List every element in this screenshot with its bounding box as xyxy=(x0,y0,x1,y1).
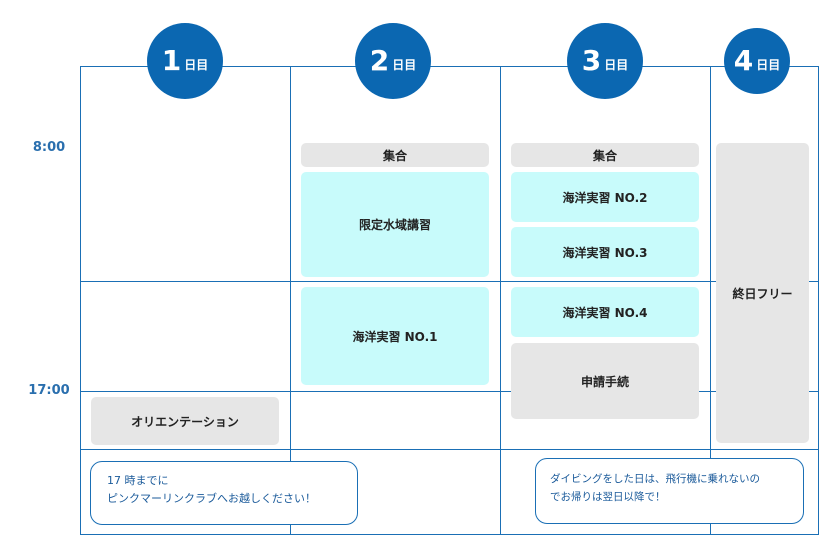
day-badge-3: 3 日目 xyxy=(567,23,643,99)
grid-line-right xyxy=(818,66,819,535)
free-day-block: 終日フリー xyxy=(716,143,809,443)
gather-block-day3: 集合 xyxy=(511,143,699,167)
orientation-block: オリエンテーション xyxy=(91,397,279,445)
day-number: 4 xyxy=(733,44,754,77)
day-badge-4: 4 日目 xyxy=(724,28,790,94)
grid-line-midday xyxy=(80,281,819,282)
time-label-8: 8:00 xyxy=(32,140,66,155)
day-number: 2 xyxy=(369,44,390,77)
day-unit: 日目 xyxy=(184,57,209,72)
day-unit: 日目 xyxy=(756,57,781,72)
application-block: 申請手続 xyxy=(511,343,699,419)
day-unit: 日目 xyxy=(392,57,417,72)
grid-line-col1 xyxy=(290,66,291,535)
ocean-practice-2-block: 海洋実習 NO.2 xyxy=(511,172,699,222)
flight-note-line-2: でお帰りは翌日以降で！ xyxy=(550,491,666,503)
flight-note: ダイビングをした日は、飛行機に乗れないの でお帰りは翌日以降で！ xyxy=(535,458,804,524)
arrival-note: 17 時までに ピンクマーリンクラブへお越しください！ xyxy=(90,461,358,525)
time-label-17: 17:00 xyxy=(28,383,70,398)
ocean-practice-4-block: 海洋実習 NO.4 xyxy=(511,287,699,337)
grid-line-bottom xyxy=(80,534,819,535)
gather-block-day2: 集合 xyxy=(301,143,489,167)
limited-water-block: 限定水域講習 xyxy=(301,172,489,277)
grid-line-col2 xyxy=(500,66,501,535)
arrival-note-line-1: 17 時までに xyxy=(107,474,169,487)
grid-line-17 xyxy=(80,391,819,392)
day-badge-2: 2 日目 xyxy=(355,23,431,99)
grid-line-evening xyxy=(80,449,819,450)
day-badge-1: 1 日目 xyxy=(147,23,223,99)
flight-note-line-1: ダイビングをした日は、飛行機に乗れないの xyxy=(550,473,760,485)
ocean-practice-1-block: 海洋実習 NO.1 xyxy=(301,287,489,385)
day-number: 1 xyxy=(161,44,182,77)
arrival-note-line-2: ピンクマーリンクラブへお越しください！ xyxy=(107,492,316,505)
grid-line-col3 xyxy=(710,66,711,535)
grid-line-top xyxy=(80,66,819,67)
day-unit: 日目 xyxy=(604,57,629,72)
ocean-practice-3-block: 海洋実習 NO.3 xyxy=(511,227,699,277)
day-number: 3 xyxy=(581,44,602,77)
grid-line-left xyxy=(80,66,81,535)
